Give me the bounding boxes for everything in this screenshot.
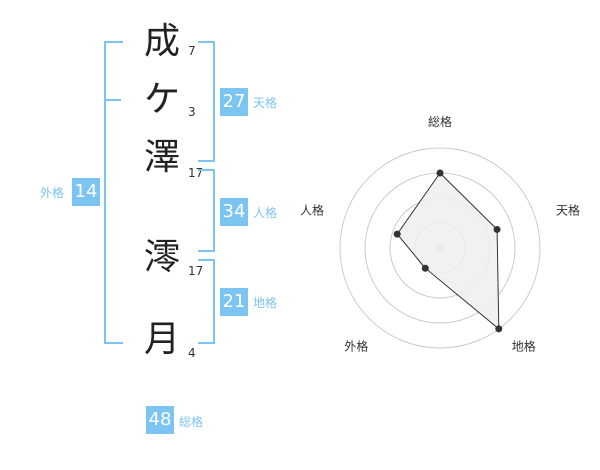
tenkaku-score: 27 [220, 88, 248, 116]
chikaku-score: 21 [220, 288, 248, 316]
radar-axis-label-1: 総格 [428, 114, 452, 129]
radar-point-2 [493, 225, 501, 233]
radar-axis-label-4: 外格 [344, 339, 368, 354]
jinkaku-score: 34 [220, 198, 248, 226]
radar-axis-label-5: 人格 [300, 202, 324, 217]
tenkaku-label: 天格 [253, 96, 278, 110]
radar-point-5 [393, 230, 401, 238]
radar-point-3 [495, 325, 503, 333]
jinkaku-bracket [198, 169, 215, 252]
name-char-1: 成 [143, 21, 180, 62]
radar-axis-label-2: 天格 [556, 202, 580, 217]
name-char-3: 澤 [143, 137, 180, 178]
name-char-5: 月 [143, 319, 180, 360]
radar-point-4 [421, 264, 429, 272]
chikaku-label: 地格 [253, 296, 278, 310]
soukaku-label: 総格 [179, 415, 204, 429]
stroke-count-2: 3 [188, 105, 196, 119]
name-char-2: ケ [143, 79, 180, 120]
stroke-count-4: 17 [188, 264, 204, 278]
gaikaku-label: 外格 [40, 186, 65, 200]
gaikaku-score: 14 [72, 178, 100, 206]
tenkaku-bracket [198, 41, 215, 162]
radar-axis-label-3: 地格 [512, 339, 536, 354]
radar-point-1 [436, 169, 444, 177]
soukaku-score: 48 [146, 406, 174, 434]
stroke-count-1: 7 [188, 44, 196, 58]
chikaku-bracket [198, 259, 215, 344]
radar-polygon [396, 172, 500, 330]
radar-ring-4 [339, 147, 541, 349]
jinkaku-label: 人格 [253, 206, 278, 220]
gaikaku-bracket [104, 41, 123, 344]
name-char-4: 澪 [143, 237, 180, 278]
stroke-count-5: 4 [188, 346, 196, 360]
gaikaku-bracket-divider [104, 99, 121, 101]
